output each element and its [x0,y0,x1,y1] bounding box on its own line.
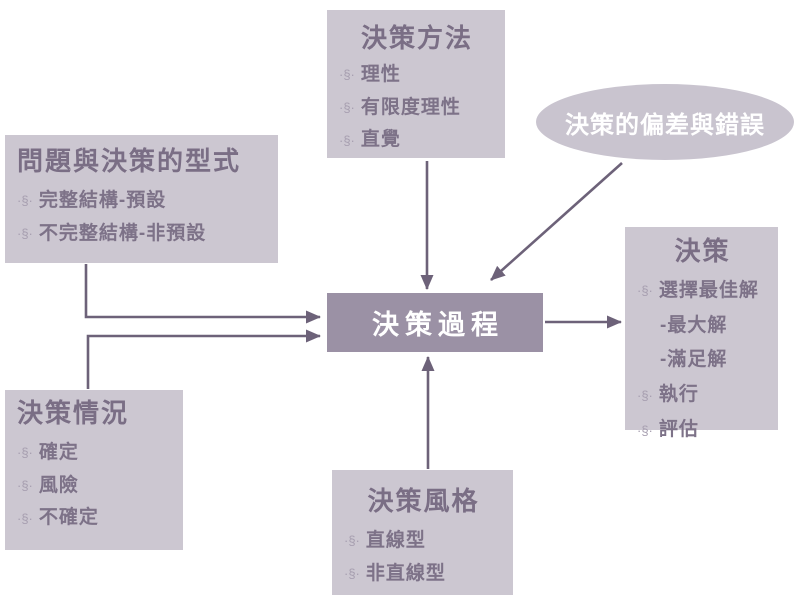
ornament-bullet-icon: ·§· [17,478,33,494]
list-item: ·§· 風險 [17,475,173,498]
node-decision-conditions: 決策情況 ·§· 確定 ·§· 風險 ·§· 不確定 [5,390,183,550]
ornament-bullet-icon: ·§· [344,533,360,549]
list-item: ·§· 有限度理性 [339,97,495,120]
ornament-bullet-icon: ·§· [339,67,355,83]
node-decision: 決策 ·§· 選擇最佳解 -最大解 -滿足解 ·§· 執行 ·§· 評估 [625,227,778,440]
node-title: 決策方法 [360,23,473,53]
list-item-label: 直覺 [360,129,401,151]
process-label: 決策過程 [372,310,504,340]
node-title: 問題與決策的型式 [17,146,242,176]
ornament-bullet-icon: ·§· [17,511,33,527]
node-decision-biases-ellipse: 決策的偏差與錯誤 [536,84,794,160]
ellipse-label: 決策的偏差與錯誤 [565,111,765,139]
list-item-label: 完整結構-預設 [38,189,167,211]
node-title: 決策 [674,236,731,266]
ornament-bullet-icon: ·§· [17,445,33,461]
list-item-label: 確定 [38,441,79,463]
arrow-conditions-to-process [86,329,321,389]
list-item: ·§· 確定 [17,442,173,465]
list-item: ·§· 不確定 [17,507,173,530]
list-item: ·§· 直覺 [339,129,495,152]
list-item: ·§· 理性 [339,64,495,87]
list-item: ·§· 選擇最佳解 [637,280,768,303]
list-item-label: -最大解 [660,314,728,336]
node-decision-styles: 決策風格 ·§· 直線型 ·§· 非直線型 [332,470,513,595]
list-item: ·§· 不完整結構-非預設 [17,223,268,246]
list-item-label: 直線型 [365,529,426,551]
arrow-types-to-process [84,264,321,324]
list-item-label: 風險 [38,474,79,496]
node-decision-methods: 決策方法 ·§· 理性 ·§· 有限度理性 ·§· 直覺 [327,10,505,158]
list-item-label: 選擇最佳解 [658,279,759,301]
list-item-label: 不確定 [38,507,99,529]
list-item: ·§· 非直線型 [344,563,503,586]
list-item: ·§· 評估 [637,419,768,442]
list-item-label: 不完整結構-非預設 [38,222,207,244]
list-item-label: 執行 [658,384,699,406]
list-item: ·§· 執行 [637,384,768,407]
ornament-bullet-icon: ·§· [637,283,653,299]
node-decision-process: 決策過程 [327,293,543,352]
ornament-bullet-icon: ·§· [344,566,360,582]
list-item: ·§· 直線型 [344,530,503,553]
list-subitem: -滿足解 [637,349,768,372]
ornament-bullet-icon: ·§· [637,422,653,438]
ornament-bullet-icon: ·§· [339,100,355,116]
list-item-label: 有限度理性 [360,96,461,118]
node-problem-decision-types: 問題與決策的型式 ·§· 完整結構-預設 ·§· 不完整結構-非預設 [5,135,278,263]
node-title: 決策情況 [17,398,130,428]
list-item-label: -滿足解 [660,349,728,371]
list-item-label: 非直線型 [365,562,446,584]
ornament-bullet-icon: ·§· [17,193,33,209]
list-item-label: 理性 [360,63,401,85]
arrow-biases-to-process [490,162,623,281]
node-title: 決策風格 [367,486,480,516]
ornament-bullet-icon: ·§· [17,226,33,242]
ornament-bullet-icon: ·§· [637,387,653,403]
list-subitem: -最大解 [637,315,768,338]
list-item-label: 評估 [658,419,699,441]
ornament-bullet-icon: ·§· [339,133,355,149]
list-item: ·§· 完整結構-預設 [17,190,268,213]
